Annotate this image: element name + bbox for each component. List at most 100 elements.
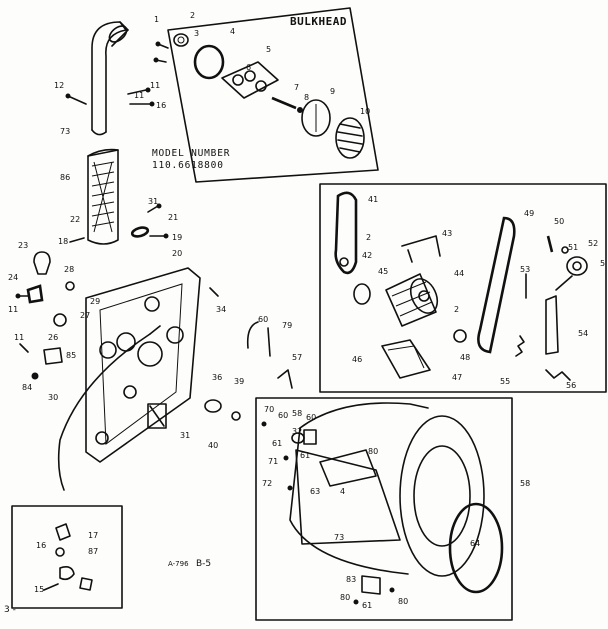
callout: 16 — [36, 541, 46, 550]
callout: 23 — [18, 241, 28, 250]
part-bushing — [173, 33, 189, 47]
callout: 36 — [212, 373, 222, 382]
callout: 52 — [588, 239, 598, 248]
bulkhead-assembly: BULKHEAD — [153, 7, 379, 183]
callout: 31 — [148, 197, 158, 206]
callout: 55 — [500, 377, 510, 386]
callout: 80 — [398, 597, 408, 606]
callout: 16 — [156, 101, 166, 110]
callout: 54 — [578, 329, 588, 338]
callout: 24 — [8, 273, 18, 282]
callout: 2 — [454, 305, 459, 314]
callout: 50 — [554, 217, 564, 226]
callout: 5 — [266, 45, 271, 54]
callout: 46 — [352, 355, 362, 364]
callout: 43 — [442, 229, 452, 238]
callout-labels: 1 2 3 4 5 6 7 8 9 10 11 12 73 16 11 86 2… — [8, 11, 605, 610]
callout: 29 — [90, 297, 100, 306]
callout: 80 — [368, 447, 378, 456]
drum-assembly — [255, 397, 513, 621]
callout: 71 — [268, 457, 278, 466]
callout: 60 — [278, 411, 288, 420]
part-idler-arm — [545, 295, 559, 355]
part-heater-housing — [319, 449, 377, 487]
model-number-label: MODEL NUMBER — [152, 148, 230, 159]
part-drum-front-opening — [399, 415, 485, 577]
callout: 2 — [190, 11, 195, 20]
callout: 31 — [180, 431, 190, 440]
callout: 87 — [88, 547, 98, 556]
callout: 64 — [470, 539, 480, 548]
drive-assembly — [319, 183, 607, 393]
callout: 61 — [272, 439, 282, 448]
callout: 4 — [340, 487, 345, 496]
part-motor-clip — [401, 235, 441, 263]
callout: 22 — [70, 215, 80, 224]
callout: 86 — [60, 173, 70, 182]
callout: 58 — [520, 479, 530, 488]
callout: 44 — [454, 269, 464, 278]
callout: 28 — [64, 265, 74, 274]
part-thermostat — [33, 251, 51, 275]
loose-parts-center — [204, 321, 293, 421]
part-idler-pulley — [204, 399, 222, 413]
callout: 2 — [366, 233, 371, 242]
callout: 60 — [258, 315, 268, 324]
part-blower-fan — [335, 117, 365, 159]
callout: 84 — [22, 383, 32, 392]
callout: 5 — [600, 259, 605, 268]
callout: 3 — [194, 29, 199, 38]
callout: 9 — [330, 87, 335, 96]
diagram-code: A-796 — [168, 560, 189, 568]
callout: 30 — [48, 393, 58, 402]
part-lint-gasket — [130, 226, 150, 238]
callout: 1 — [154, 15, 159, 24]
inset-parts — [11, 505, 123, 609]
part-idler-wheel — [566, 256, 588, 276]
callout: 83 — [346, 575, 356, 584]
part-wire-harness — [57, 333, 151, 491]
callout: 39 — [234, 377, 244, 386]
drum-box-outline — [255, 397, 513, 621]
callout: 58 — [292, 409, 302, 418]
callout: 11 — [134, 91, 144, 100]
callout: 15 — [34, 585, 44, 594]
callout: 48 — [460, 353, 470, 362]
callout: 40 — [208, 441, 218, 450]
callout: 60 — [306, 413, 316, 422]
bulkhead-box-outline — [167, 7, 379, 183]
callout: 7 — [294, 83, 299, 92]
part-panel-bracket — [147, 403, 167, 429]
callout: 73 — [60, 127, 70, 136]
callout: 11 — [14, 333, 24, 342]
callout: 51 — [568, 243, 578, 252]
part-drum-shell — [289, 427, 409, 575]
callout: 56 — [566, 381, 576, 390]
lint-filter-assembly — [69, 148, 169, 245]
part-shaft — [271, 96, 297, 110]
bulkhead-title: BULKHEAD — [290, 15, 347, 28]
part-bearing-plate — [221, 61, 279, 99]
callout: 47 — [452, 373, 462, 382]
callout: 18 — [58, 237, 68, 246]
callout: 53 — [520, 265, 530, 274]
part-drum-belt — [477, 216, 516, 354]
callout: 27 — [80, 311, 90, 320]
callout: 6 — [246, 63, 251, 72]
callout: 20 — [172, 249, 182, 258]
part-motor-bracket — [381, 339, 431, 379]
callout: 61 — [300, 451, 310, 460]
part-lint-screen — [87, 149, 119, 245]
rear-panel-assembly — [15, 251, 219, 491]
callout: 41 — [368, 195, 378, 204]
callout: 8 — [304, 93, 309, 102]
callout: 63 — [310, 487, 320, 496]
part-drive-motor — [385, 273, 439, 327]
page-label: B-5 — [196, 559, 211, 569]
callout: 72 — [262, 479, 272, 488]
part-roller-disc — [301, 99, 331, 137]
model-number-value: 110.6618800 — [152, 160, 224, 171]
exhaust-duct — [65, 21, 155, 136]
callout: 42 — [362, 251, 372, 260]
